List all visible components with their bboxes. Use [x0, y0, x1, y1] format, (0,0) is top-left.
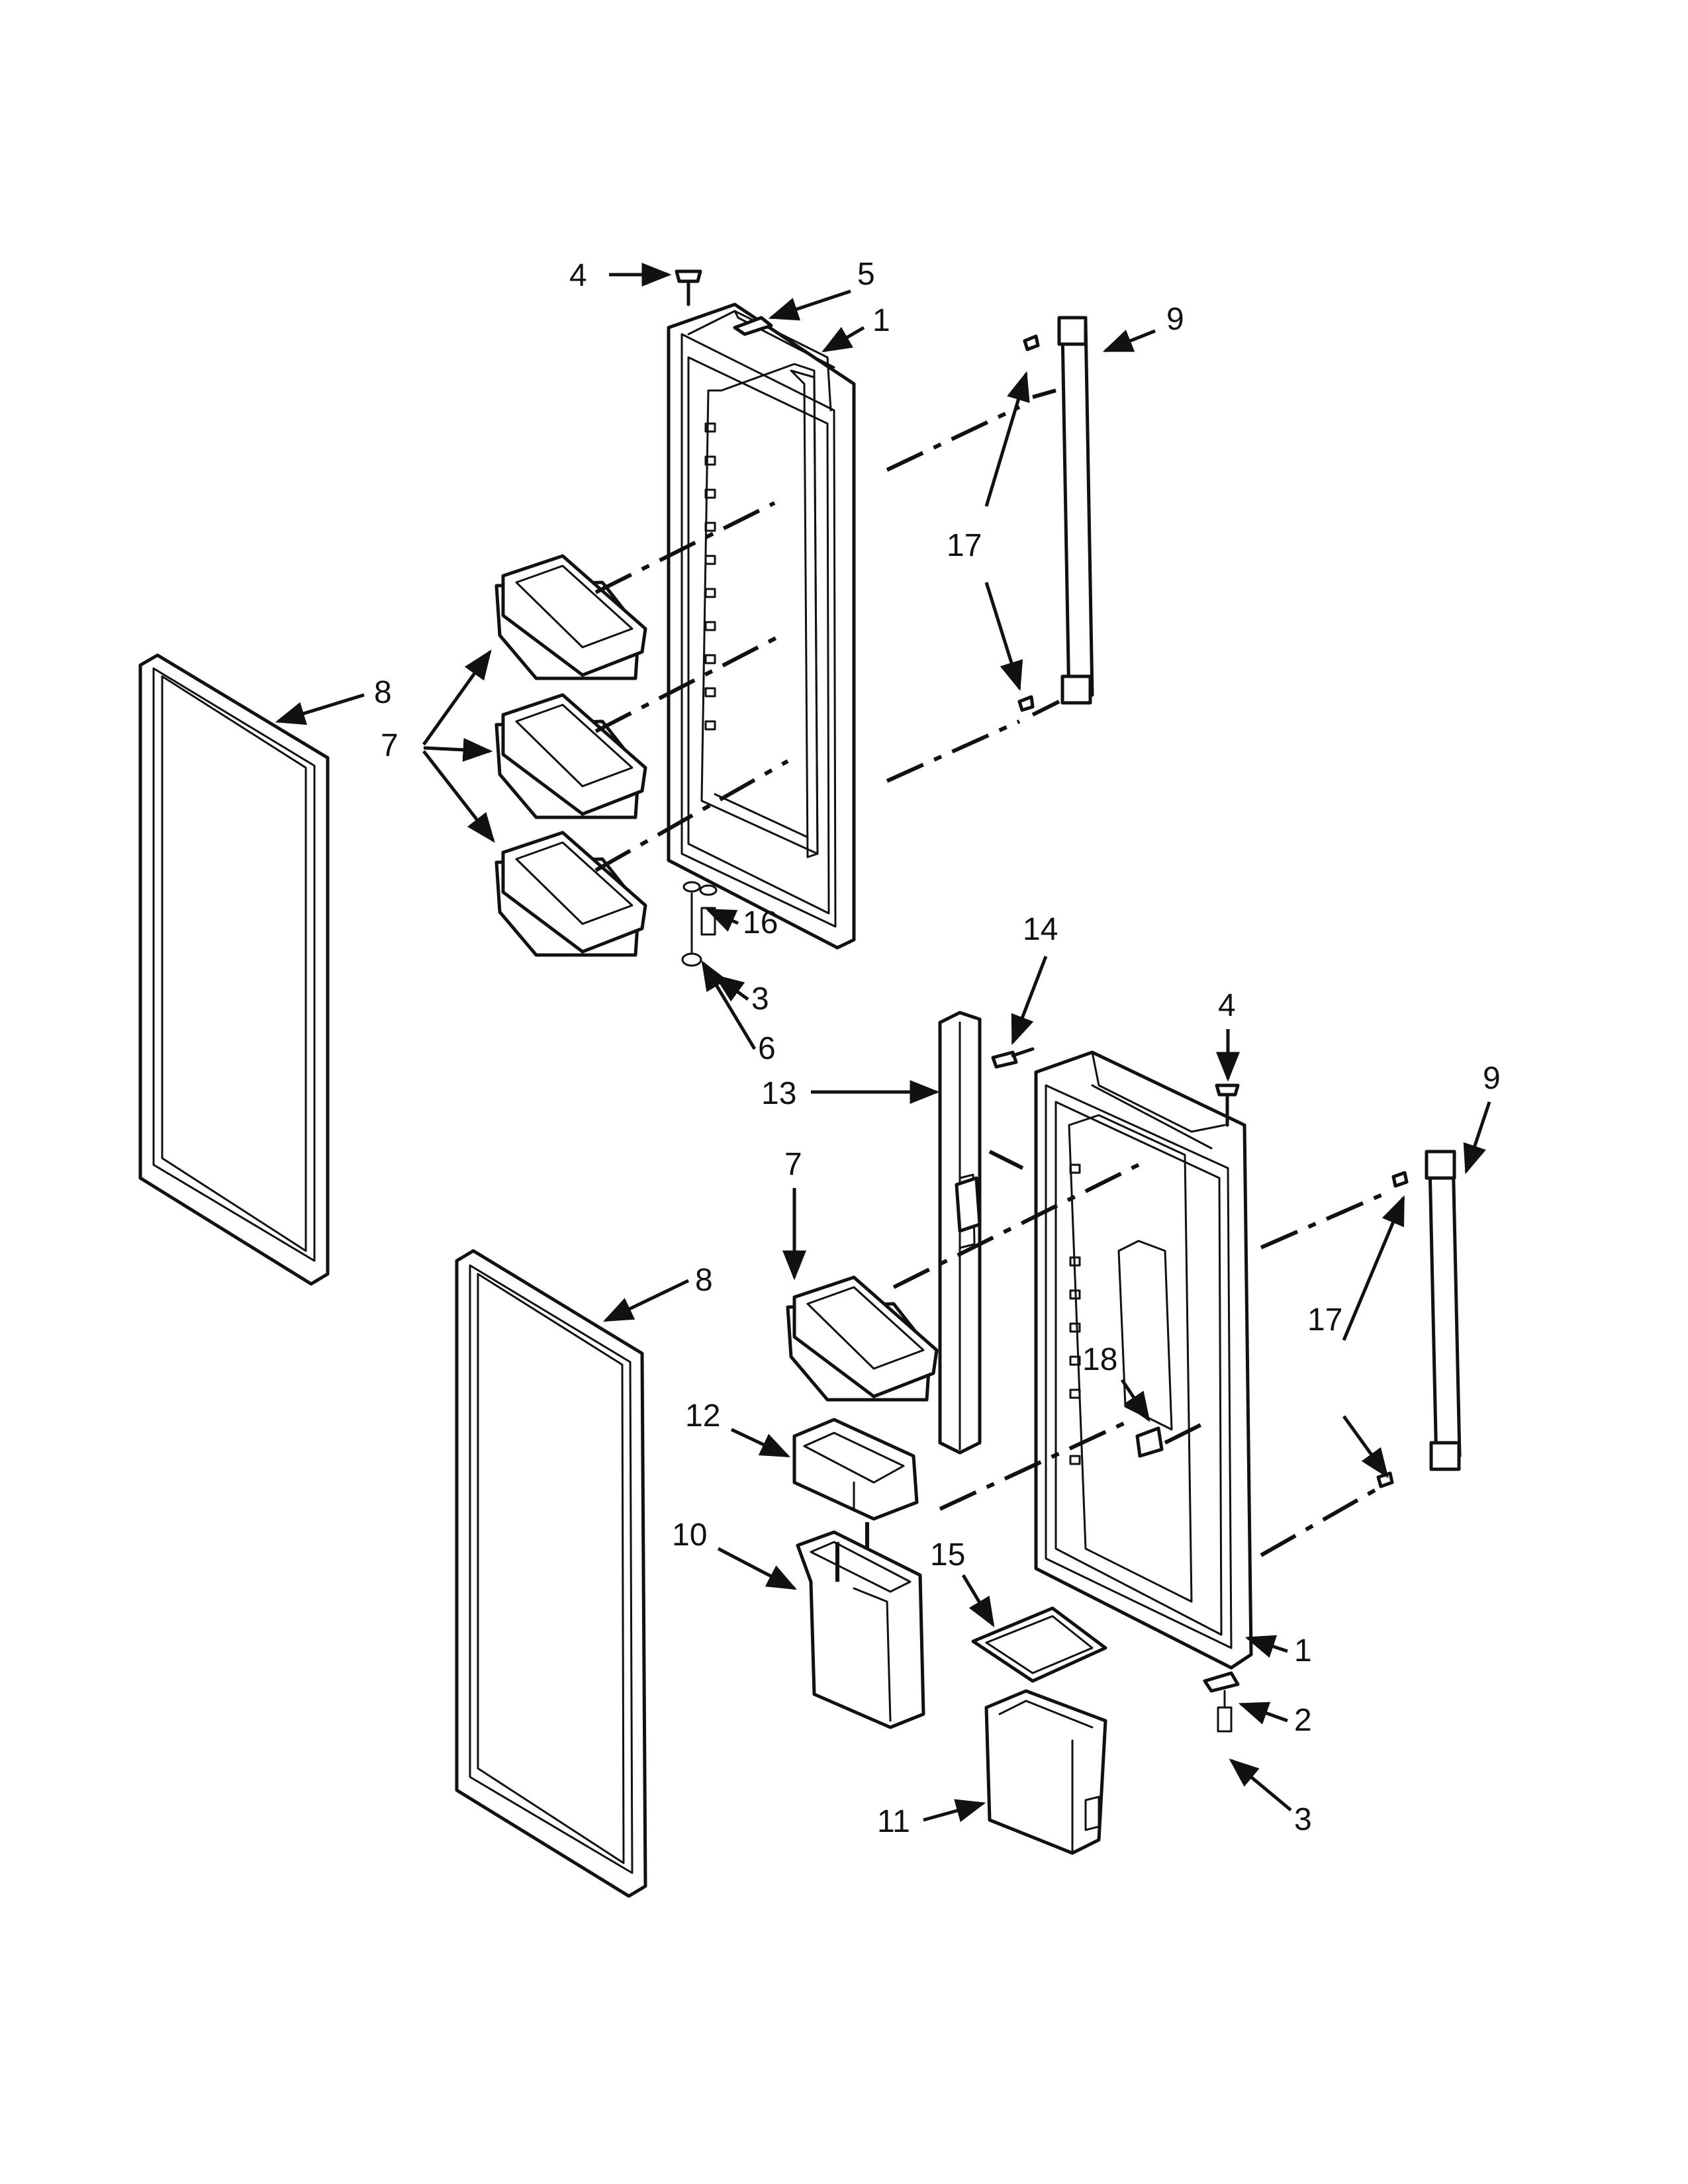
mullion-screw: [991, 1047, 1035, 1069]
callout-4-top-lower: 4: [1218, 988, 1236, 1023]
callout-3-lower: 3: [1294, 1802, 1312, 1837]
callout-10: 10: [672, 1518, 707, 1553]
callout-8-upper-gasket: 8: [374, 675, 392, 710]
door-bin-lower: [786, 1275, 939, 1402]
callout-8-lower-gasket: 8: [695, 1263, 713, 1298]
hinge-pin-top-upper: [675, 269, 702, 306]
door-gasket-lower: [455, 1249, 647, 1898]
ice-bin-support: [796, 1530, 925, 1729]
callout-17-lower: 17: [1307, 1302, 1342, 1338]
ice-bucket: [984, 1689, 1107, 1855]
door-handle-upper: [1017, 316, 1094, 712]
drip-tray: [971, 1606, 1107, 1683]
door-gasket-upper: [138, 653, 330, 1286]
callout-11: 11: [877, 1804, 910, 1839]
callout-18: 18: [1082, 1342, 1117, 1377]
callout-2: 2: [1294, 1703, 1312, 1738]
lower-shelf-studs: [1069, 1163, 1081, 1465]
callout-12: 12: [685, 1398, 720, 1433]
callout-13: 13: [761, 1076, 796, 1111]
hinge-cover-plug: [733, 316, 773, 336]
upper-door-assembly: [667, 302, 856, 950]
callout-1-upper-door: 1: [872, 303, 890, 338]
door-handle-lower: [1376, 1150, 1462, 1488]
callout-9-upper-handle: 9: [1166, 302, 1184, 337]
callout-4-top-upper: 4: [569, 258, 587, 293]
hinge-pin-top-lower: [1215, 1083, 1240, 1127]
callout-6: 6: [758, 1031, 776, 1066]
shelf-studs: [704, 422, 716, 731]
callout-7-lower-bin: 7: [784, 1147, 802, 1182]
lower-door-assembly: [1034, 1050, 1253, 1670]
clip: [1135, 1426, 1164, 1458]
center-mullion: [938, 1011, 982, 1455]
callout-3-upper: 3: [751, 981, 769, 1017]
door-bins-upper: [494, 554, 647, 957]
callout-numbers: 4 5 1 9 17 8 7 16 3 6 14 4 9 13 7 8 18 1…: [374, 257, 1501, 1839]
callout-1-lower-door: 1: [1294, 1633, 1312, 1668]
lower-hinge-hardware: [1203, 1671, 1240, 1733]
callout-9-lower-handle: 9: [1483, 1061, 1501, 1096]
callout-7-upper-bins: 7: [381, 728, 399, 763]
callout-17-upper: 17: [947, 528, 982, 563]
callout-16: 16: [743, 905, 778, 940]
callout-5: 5: [857, 257, 875, 292]
callout-15: 15: [930, 1537, 965, 1572]
callout-14: 14: [1023, 912, 1058, 947]
callout-leaders: [275, 263, 1491, 1823]
ice-bin-bracket: [792, 1418, 919, 1521]
upper-door-bottom-hardware: [681, 881, 718, 967]
